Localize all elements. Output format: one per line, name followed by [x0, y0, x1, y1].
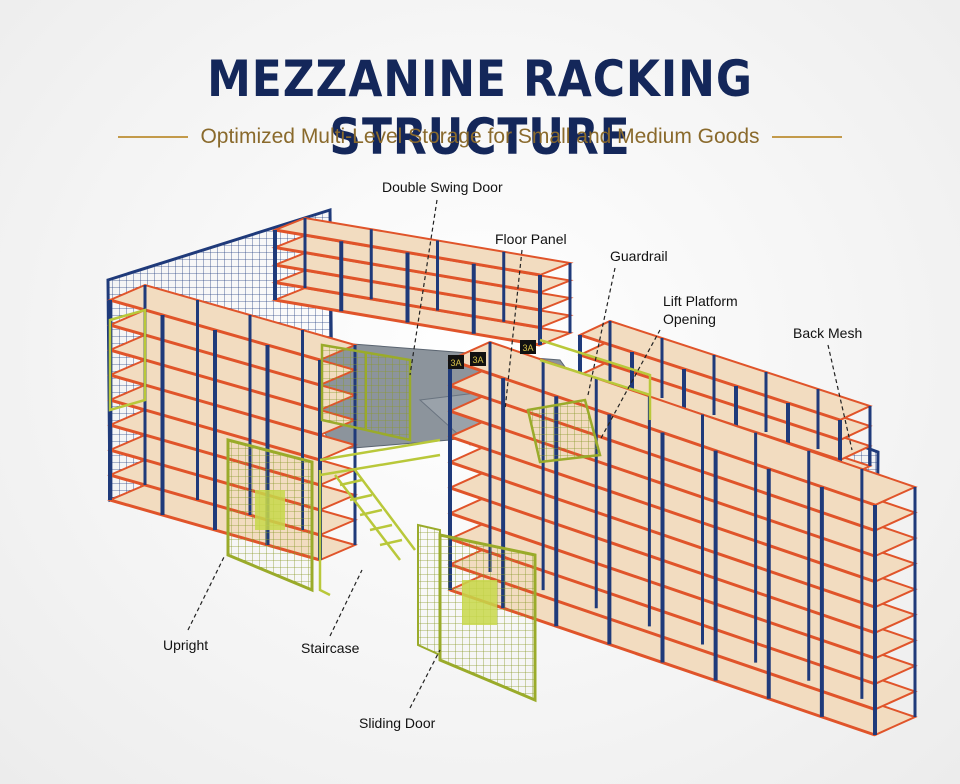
label-floor-panel: Floor Panel [495, 231, 567, 247]
leader-staircase [329, 569, 363, 637]
subtitle-rule-right [771, 136, 842, 138]
rack-tag: 3A [520, 340, 536, 354]
label-double-swing-door: Double Swing Door [382, 179, 503, 195]
label-guardrail: Guardrail [610, 248, 668, 264]
label-lift-platform-line2: Opening [663, 311, 716, 327]
leader-upright [187, 554, 226, 631]
leader-floor-panel [504, 249, 523, 411]
label-staircase: Staircase [301, 640, 360, 656]
leader-double-swing-door [409, 199, 438, 376]
page-title: MEZZANINE RACKING STRUCTURE [207, 50, 753, 166]
double-swing-door [320, 343, 412, 442]
staircase [318, 469, 416, 597]
label-sliding-door: Sliding Door [359, 715, 436, 731]
page-subtitle: Optimized Multi-Level Storage for Small … [200, 125, 760, 148]
label-back-mesh: Back Mesh [793, 325, 862, 341]
leader-back-mesh [827, 344, 853, 451]
svg-text:3A: 3A [450, 358, 461, 368]
svg-text:3A: 3A [522, 343, 533, 353]
label-upright: Upright [163, 637, 208, 653]
leader-sliding-door [409, 649, 441, 709]
label-lift-platform-line1: Lift Platform [663, 293, 738, 309]
subtitle-row: Optimized Multi-Level Storage for Small … [0, 122, 960, 152]
lift-platform-opening [526, 398, 602, 464]
guardrail [108, 308, 652, 477]
rack-tag: 3A [470, 352, 486, 366]
upper-rack-left [271, 216, 574, 347]
sliding-door-left [226, 438, 314, 593]
sliding-door-right [417, 523, 537, 703]
rack-tag: 3A [448, 355, 464, 369]
svg-text:3A: 3A [472, 355, 483, 365]
leader-guardrail [587, 267, 616, 396]
subtitle-rule-left [118, 136, 189, 138]
